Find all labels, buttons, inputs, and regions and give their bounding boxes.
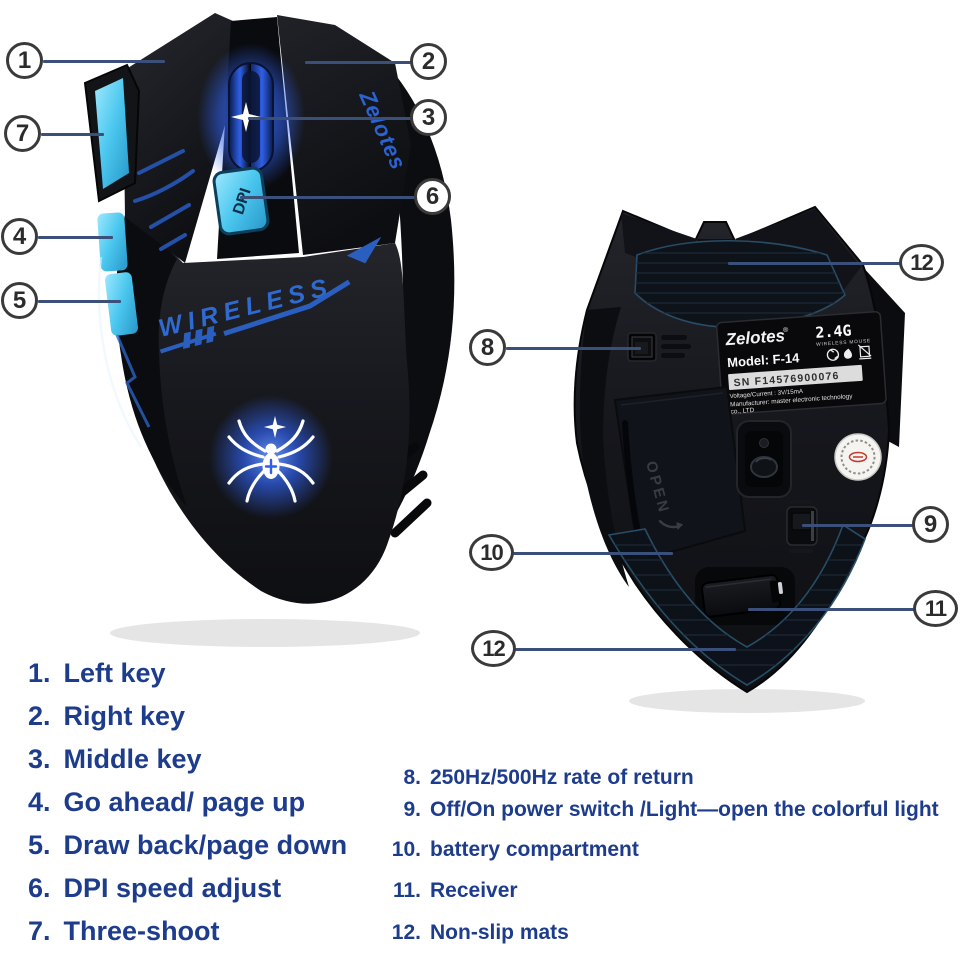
- legend-item-text: Three-shoot: [63, 915, 220, 946]
- leader-line-11: [748, 608, 915, 611]
- legend-item-9: 9. Off/On power switch /Light—open the c…: [381, 797, 939, 823]
- weee-bin-icon: [857, 344, 872, 360]
- legend-item-number: 5.: [28, 829, 51, 860]
- blob-icon: [843, 348, 853, 359]
- legend-item-number: 2.: [28, 700, 51, 731]
- label-band: 2.4G: [815, 321, 852, 341]
- leader-line-9: [802, 524, 913, 527]
- mouse-shadow: [110, 619, 420, 647]
- legend-item-number: 12.: [391, 921, 421, 944]
- legend-item-8: 8. 250Hz/500Hz rate of return: [381, 765, 694, 791]
- legend-item-number: 10.: [391, 838, 421, 861]
- legend-left: 1. Left key 2. Right key 3. Middle key 4…: [28, 657, 368, 949]
- legend-item-4: 4. Go ahead/ page up: [28, 786, 306, 817]
- legend-item-5: 5. Draw back/page down: [28, 829, 348, 860]
- legend-item-number: 9.: [403, 798, 421, 821]
- callout-10: 10: [469, 534, 514, 571]
- legend-item-10: 10. battery compartment: [381, 837, 639, 863]
- leader-line-3: [248, 117, 411, 120]
- mouse-shadow: [629, 689, 865, 713]
- leader-line-4: [38, 236, 113, 239]
- spider-logo: [209, 395, 333, 519]
- label-band-sub: WIRELESS MOUSE: [816, 338, 871, 348]
- callout-8: 8: [469, 329, 506, 366]
- legend-item-text: Middle key: [63, 743, 202, 774]
- legend-item-text: Off/On power switch /Light—open the colo…: [430, 798, 939, 821]
- usb-receiver: [695, 567, 795, 625]
- side-button-forward: [97, 212, 128, 272]
- callout-6: 6: [414, 178, 451, 215]
- leader-line-10: [513, 552, 673, 555]
- callout-3: 3: [410, 99, 447, 136]
- label-reg-mark: ®: [783, 326, 790, 334]
- tribal-accents: [133, 149, 195, 251]
- legend-item-text: Receiver: [430, 879, 518, 902]
- three-shoot-button: [83, 63, 141, 203]
- legend-item-number: 8.: [403, 766, 421, 789]
- legend-item-number: 11.: [392, 879, 421, 902]
- label-model: Model: F-14: [727, 350, 801, 370]
- callout-12-top: 12: [899, 244, 944, 281]
- leader-line-6: [240, 196, 415, 199]
- leader-line-8: [506, 347, 641, 350]
- side-accent-zigzag: [115, 334, 151, 428]
- legend-item-text: battery compartment: [430, 838, 639, 861]
- left-fender: [116, 205, 187, 507]
- legend-item-number: 1.: [28, 657, 51, 688]
- legend-item-7: 7. Three-shoot: [28, 915, 220, 946]
- side-accent-line: [97, 256, 143, 448]
- leader-line-7: [41, 133, 104, 136]
- recycle-icon: [826, 348, 840, 361]
- legend-item-number: 4.: [28, 786, 51, 817]
- callout-5: 5: [1, 282, 38, 319]
- label-manufacturer-2: co., LTD: [730, 407, 754, 416]
- label-brand: Zelotes: [724, 326, 786, 349]
- legend-item-text: Non-slip mats: [430, 921, 569, 944]
- legend-item-number: 7.: [28, 915, 51, 946]
- legend-item-text: Draw back/page down: [63, 829, 348, 860]
- leader-line-1: [43, 60, 165, 63]
- legend-item-1: 1. Left key: [28, 657, 166, 688]
- leader-line-2: [305, 61, 411, 64]
- left-key: [123, 13, 233, 263]
- legend-item-text: Left key: [63, 657, 166, 688]
- legend-item-6: 6. DPI speed adjust: [28, 872, 282, 903]
- legend-item-3: 3. Middle key: [28, 743, 202, 774]
- callout-12-bottom: 12: [471, 630, 516, 667]
- legend-item-text: DPI speed adjust: [63, 872, 282, 903]
- qc-sticker: [834, 433, 882, 481]
- legend-item-number: 3.: [28, 743, 51, 774]
- side-button-back: [105, 272, 138, 336]
- product-label: Zelotes ® 2.4G WIRELESS MOUSE Model: F-1…: [715, 310, 887, 416]
- rate-switch: [627, 332, 691, 362]
- left-shade: [579, 307, 629, 587]
- optical-sensor: [736, 420, 792, 498]
- legend-item-number: 6.: [28, 872, 51, 903]
- leader-line-12-bottom: [515, 648, 736, 651]
- callout-1: 1: [6, 42, 43, 79]
- callout-9: 9: [912, 506, 949, 543]
- sn-bar: [728, 364, 863, 391]
- battery-door: OPEN: [613, 385, 747, 563]
- legend-item-text: Right key: [63, 700, 186, 731]
- legend-item-text: 250Hz/500Hz rate of return: [430, 766, 694, 789]
- right-key: [277, 15, 411, 255]
- legend-item-11: 11. Receiver: [381, 878, 518, 904]
- mouse-top-view: DPI Zelotes WIRELESS: [83, 13, 455, 647]
- leader-line-5: [38, 300, 121, 303]
- legend-item-2: 2. Right key: [28, 700, 186, 731]
- callout-2: 2: [410, 43, 447, 80]
- legend-right: 8. 250Hz/500Hz rate of return 9. Off/On …: [381, 765, 965, 950]
- leader-line-12-top: [728, 262, 901, 265]
- mouse-bottom-view: Zelotes ® 2.4G WIRELESS MOUSE Model: F-1…: [573, 205, 905, 713]
- legend-item-12: 12. Non-slip mats: [381, 920, 569, 946]
- callout-11: 11: [913, 590, 958, 627]
- dpi-button: DPI: [212, 166, 270, 236]
- callout-4: 4: [1, 218, 38, 255]
- legend-item-text: Go ahead/ page up: [63, 786, 306, 817]
- callout-7: 7: [4, 115, 41, 152]
